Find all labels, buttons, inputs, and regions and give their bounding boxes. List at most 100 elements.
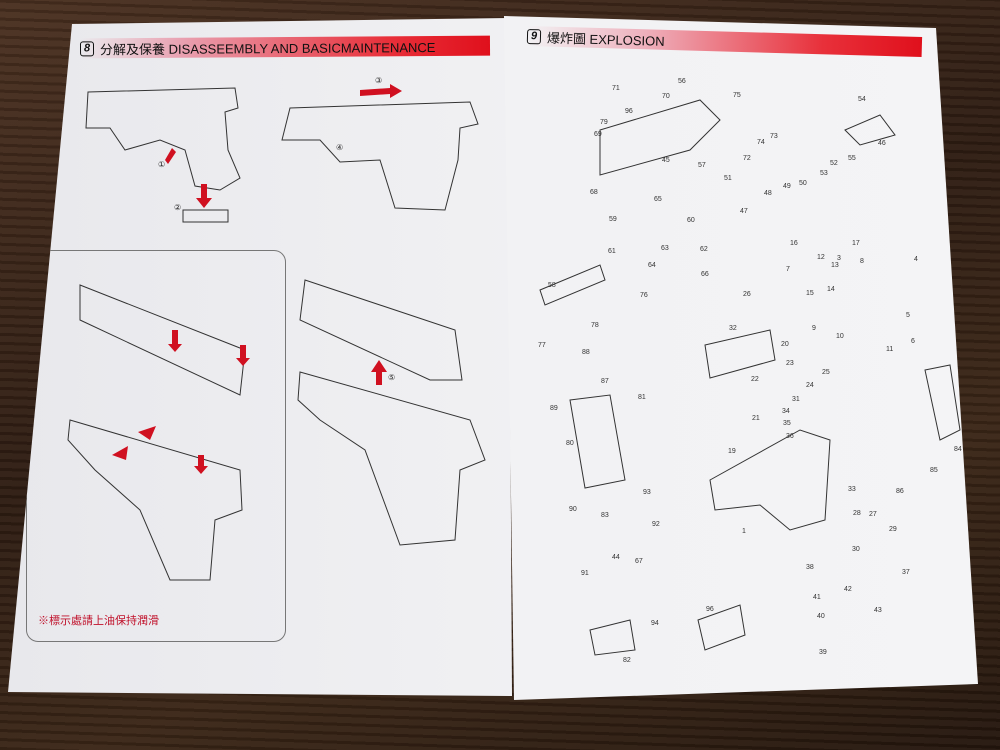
part-number: 33 bbox=[848, 486, 856, 493]
part-number: 92 bbox=[652, 521, 660, 528]
part-number: 73 bbox=[770, 133, 778, 140]
part-number: 45 bbox=[662, 157, 670, 164]
part-number: 78 bbox=[591, 322, 599, 329]
part-number: 29 bbox=[889, 526, 897, 533]
part-number: 77 bbox=[538, 342, 546, 349]
part-number: 21 bbox=[752, 415, 760, 422]
part-number: 64 bbox=[648, 262, 656, 269]
part-number: 25 bbox=[822, 369, 830, 376]
part-number: 49 bbox=[783, 183, 791, 190]
lubrication-note: ※標示處請上油保持潤滑 bbox=[38, 615, 159, 627]
part-number: 61 bbox=[608, 248, 616, 255]
part-number: 52 bbox=[830, 160, 838, 167]
part-number: 87 bbox=[601, 378, 609, 385]
part-number: 56 bbox=[678, 78, 686, 85]
part-number: 96 bbox=[625, 108, 633, 115]
step-label: ② bbox=[174, 203, 182, 212]
part-number: 51 bbox=[724, 175, 732, 182]
part-number: 48 bbox=[764, 190, 772, 197]
part-number: 63 bbox=[661, 245, 669, 252]
part-number: 80 bbox=[566, 440, 574, 447]
part-number: 83 bbox=[601, 512, 609, 519]
part-number: 12 bbox=[817, 254, 825, 261]
part-number: 74 bbox=[757, 139, 765, 146]
part-number: 76 bbox=[640, 292, 648, 299]
step-label: ④ bbox=[336, 143, 344, 152]
part-number: 30 bbox=[852, 546, 860, 553]
part-number: 67 bbox=[635, 558, 643, 565]
part-number: 90 bbox=[569, 506, 577, 513]
part-number: 59 bbox=[609, 216, 617, 223]
part-number: 38 bbox=[806, 564, 814, 571]
part-number: 53 bbox=[820, 170, 828, 177]
part-number: 37 bbox=[902, 569, 910, 576]
part-number: 15 bbox=[806, 290, 814, 297]
part-number: 36 bbox=[786, 433, 794, 440]
part-number: 96 bbox=[706, 606, 714, 613]
part-number: 69 bbox=[594, 131, 602, 138]
part-number: 28 bbox=[853, 510, 861, 517]
part-number: 6 bbox=[911, 338, 915, 345]
part-number: 81 bbox=[638, 394, 646, 401]
part-number: 40 bbox=[817, 613, 825, 620]
part-number: 3 bbox=[837, 255, 841, 262]
part-number: 55 bbox=[848, 155, 856, 162]
part-number: 94 bbox=[651, 620, 659, 627]
part-number: 16 bbox=[790, 240, 798, 247]
part-number: 4 bbox=[914, 256, 918, 263]
part-number: 39 bbox=[819, 649, 827, 656]
step-label: ③ bbox=[375, 76, 383, 85]
part-number: 34 bbox=[782, 408, 790, 415]
part-number: 19 bbox=[728, 448, 736, 455]
part-number: 11 bbox=[886, 346, 894, 353]
part-number: 89 bbox=[550, 405, 558, 412]
part-number: 70 bbox=[662, 93, 670, 100]
part-number: 79 bbox=[600, 119, 608, 126]
part-number: 14 bbox=[827, 286, 835, 293]
part-number: 24 bbox=[806, 382, 814, 389]
part-number: 68 bbox=[590, 189, 598, 196]
lubrication-inset-box bbox=[26, 250, 286, 642]
part-number: 22 bbox=[751, 376, 759, 383]
part-number: 46 bbox=[878, 140, 886, 147]
part-number: 50 bbox=[799, 180, 807, 187]
part-number: 65 bbox=[654, 196, 662, 203]
part-number: 62 bbox=[700, 246, 708, 253]
part-number: 7 bbox=[786, 266, 790, 273]
part-number: 47 bbox=[740, 208, 748, 215]
step-label: ⑤ bbox=[388, 373, 396, 382]
part-number: 44 bbox=[612, 554, 620, 561]
part-number: 8 bbox=[860, 258, 864, 265]
part-number: 5 bbox=[906, 312, 910, 319]
part-number: 88 bbox=[582, 349, 590, 356]
part-number: 32 bbox=[729, 325, 737, 332]
part-number: 20 bbox=[781, 341, 789, 348]
part-number: 86 bbox=[896, 488, 904, 495]
part-number: 31 bbox=[792, 396, 800, 403]
part-number: 72 bbox=[743, 155, 751, 162]
part-number: 54 bbox=[858, 96, 866, 103]
part-number: 41 bbox=[813, 594, 821, 601]
part-number: 9 bbox=[812, 325, 816, 332]
part-number: 13 bbox=[831, 262, 839, 269]
part-number: 26 bbox=[743, 291, 751, 298]
part-number: 43 bbox=[874, 607, 882, 614]
part-number: 17 bbox=[852, 240, 860, 247]
part-number: 58 bbox=[548, 282, 556, 289]
part-number: 10 bbox=[836, 333, 844, 340]
part-number: 60 bbox=[687, 217, 695, 224]
part-number: 57 bbox=[698, 162, 706, 169]
part-number: 35 bbox=[783, 420, 791, 427]
part-number: 71 bbox=[612, 85, 620, 92]
part-number: 1 bbox=[742, 528, 746, 535]
part-number: 91 bbox=[581, 570, 589, 577]
part-number: 85 bbox=[930, 467, 938, 474]
part-number: 27 bbox=[869, 511, 877, 518]
part-number: 75 bbox=[733, 92, 741, 99]
part-number: 82 bbox=[623, 657, 631, 664]
part-number: 66 bbox=[701, 271, 709, 278]
step-label: ① bbox=[158, 160, 166, 169]
